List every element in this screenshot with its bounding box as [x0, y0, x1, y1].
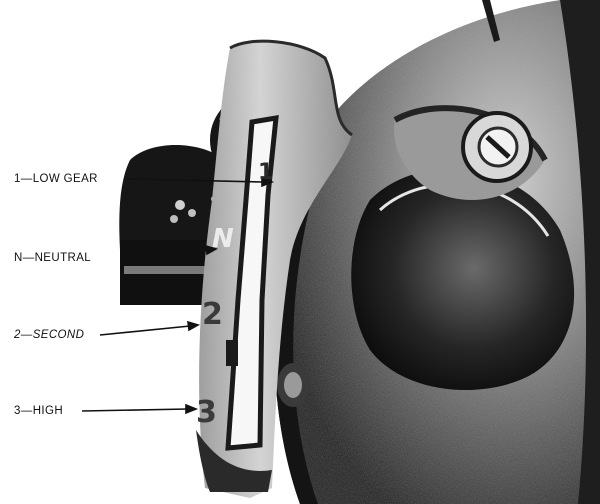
plate-mark-two: 2 — [202, 300, 223, 330]
leader-second — [100, 326, 190, 335]
label-second: 2—SECOND — [14, 328, 84, 342]
plate-mark-neutral: N — [212, 226, 234, 252]
rim-bolt — [277, 363, 309, 407]
leader-high — [82, 409, 188, 411]
label-high: 3—HIGH — [14, 404, 63, 418]
label-low-gear: 1—LOW GEAR — [14, 172, 98, 186]
plate-mark-three: 3 — [196, 398, 217, 428]
plate-mark-one: 1 — [258, 162, 273, 184]
label-neutral: N—NEUTRAL — [14, 251, 91, 265]
bolt-boss — [463, 113, 531, 181]
